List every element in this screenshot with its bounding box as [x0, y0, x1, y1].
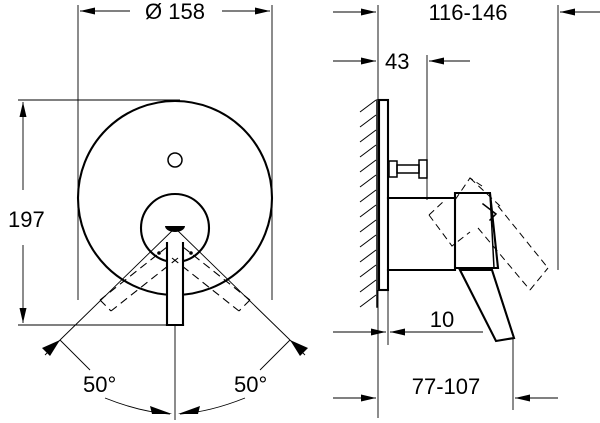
arrow-43-right — [429, 57, 444, 65]
fixing-screw-detail — [388, 159, 428, 179]
arrow-158-left — [80, 7, 95, 15]
lever-arm-front — [165, 240, 185, 327]
dimension-10: 10 — [333, 290, 483, 345]
lever-handle-inner-edge — [491, 269, 515, 339]
handle-ghost-side — [428, 177, 549, 291]
arrow-angle-right — [290, 340, 308, 356]
diameter-extension-lines — [77, 5, 273, 300]
arrow-77-left — [361, 394, 376, 402]
arrow-116-right — [560, 8, 575, 16]
lever-ghost-right-edge-a — [182, 246, 251, 301]
arrow-77-right — [515, 394, 530, 402]
hub-pivot-dot-right — [189, 251, 193, 255]
screw-collar — [418, 159, 428, 179]
dim-label-43: 43 — [385, 49, 409, 74]
arrow-angle-left — [42, 340, 60, 356]
lever-ghost-right-edge-b — [171, 257, 240, 312]
arrow-43-left — [361, 57, 376, 65]
hub-slot-marker — [165, 226, 185, 232]
hub-pivot-dot-left — [157, 251, 161, 255]
handle-ghost-top-a — [454, 177, 483, 201]
angle-leader-lines — [59, 227, 291, 420]
angle-leader-left — [59, 227, 176, 341]
handle-ghost-mid — [428, 214, 471, 247]
lever-ghost-left-edge-b — [110, 257, 179, 312]
lever-ghost-left — [99, 246, 179, 312]
arrow-197-top — [19, 102, 27, 117]
diverter-button-hole — [167, 152, 183, 168]
dim-label-angle-right: 50° — [234, 372, 267, 397]
lever-handle-outline — [458, 268, 516, 343]
angle-leader-right — [174, 227, 291, 341]
dim-label-diameter-158: Ø 158 — [145, 0, 205, 24]
lever-ghost-right — [171, 246, 251, 312]
handle-ghost-mid-b — [428, 199, 446, 216]
dimension-43: 43 — [333, 49, 470, 74]
arrow-197-bottom — [19, 308, 27, 323]
dim-label-77-107: 77-107 — [412, 374, 481, 399]
lever-arm-fill — [167, 240, 183, 325]
screw-shaft — [396, 164, 420, 174]
handle-ghost-diag-tip — [529, 267, 549, 291]
handle-ghost-arrow-mark — [481, 202, 498, 222]
arrow-arc-right — [178, 406, 200, 414]
dim-label-116-146: 116-146 — [428, 0, 507, 25]
angle-arrow-marks — [42, 339, 308, 371]
handle-block-outline — [453, 191, 500, 270]
lever-ghost-right-tip — [238, 299, 251, 312]
dimension-height-197: 197 — [8, 102, 45, 323]
dimension-77-107: 77-107 — [333, 374, 558, 402]
arrow-158-right — [255, 7, 270, 15]
arrow-arc-left — [150, 406, 172, 414]
side-view-group: 116-146 43 10 77-107 — [333, 0, 600, 418]
wall-hatching — [359, 99, 377, 308]
lever-ghost-left-tip — [99, 299, 112, 312]
handle-block-side — [453, 191, 500, 270]
handle-ghost-diag-a — [497, 205, 549, 269]
handle-ghost-top-b — [469, 177, 501, 207]
rosette-plate-rect — [377, 98, 390, 292]
angle-ext-right — [259, 339, 291, 371]
arrow-10-right — [390, 328, 405, 336]
dim-label-height-197: 197 — [8, 207, 45, 232]
arrow-116-left — [361, 8, 376, 16]
angle-ext-left — [59, 339, 91, 371]
handle-ghost-diag-b — [477, 227, 531, 291]
angle-dimension-arc — [104, 397, 246, 415]
dimension-diameter-158: Ø 158 — [80, 0, 270, 24]
cartridge-body-side — [386, 196, 457, 272]
arrow-10-left — [371, 328, 386, 336]
handle-block-inner-edge — [489, 192, 495, 269]
dim-label-10: 10 — [430, 307, 454, 332]
height-extension-lines — [18, 99, 180, 326]
dim-label-angle-left: 50° — [83, 372, 116, 397]
dimension-116-146: 116-146 — [333, 0, 600, 25]
rosette-plate-side — [377, 98, 390, 292]
screw-head — [388, 160, 398, 178]
lever-ghost-left-edge-a — [99, 246, 168, 301]
lever-handle-side — [458, 268, 516, 343]
front-view-group: Ø 158 197 — [8, 0, 308, 420]
